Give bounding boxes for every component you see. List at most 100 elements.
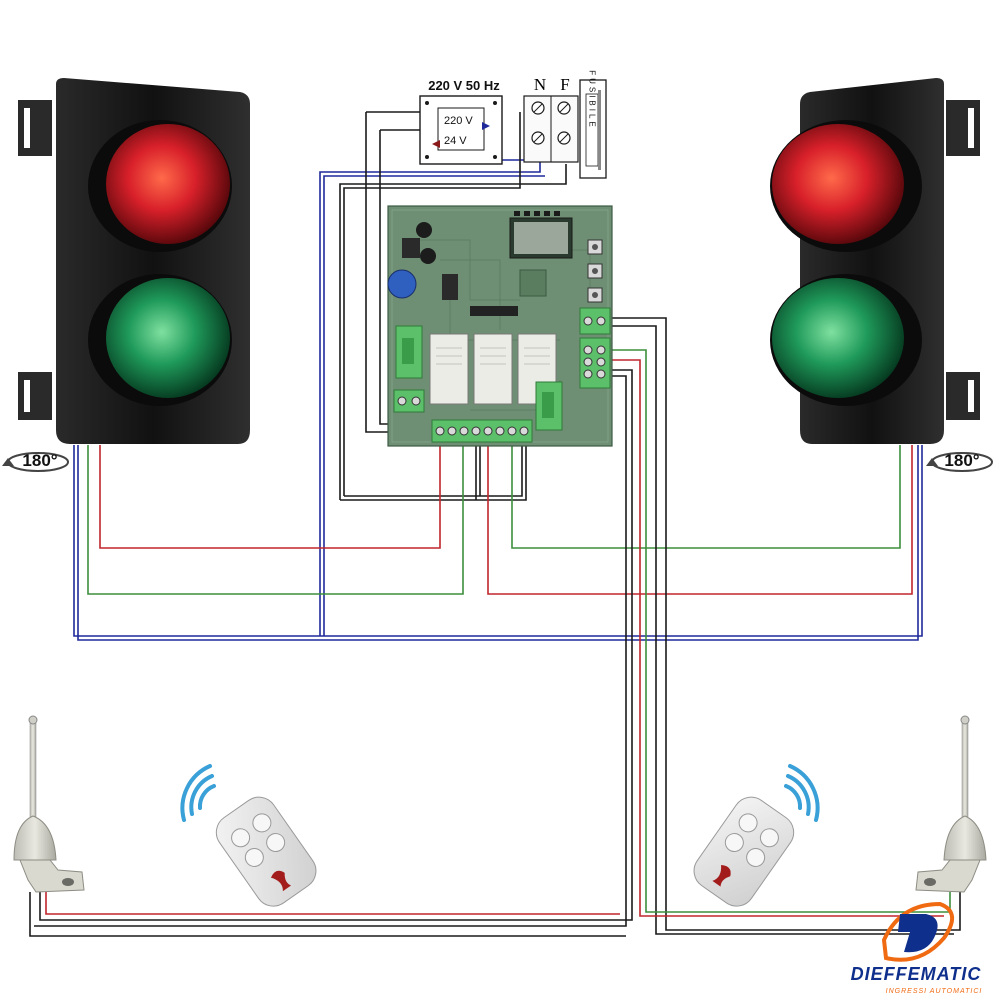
- black-phase-wire-2: [343, 112, 521, 496]
- antenna-left-red: [45, 892, 620, 915]
- fuse-label: FUSIBILE: [588, 70, 597, 130]
- remote-body: [215, 796, 317, 907]
- input-arrow-icon: [482, 122, 490, 130]
- antenna-left-wire-3: [29, 892, 626, 937]
- traffic-light-icon: [770, 78, 980, 444]
- capacitor-small: [420, 248, 436, 264]
- red-lamp: [106, 124, 230, 244]
- remote-body: [693, 796, 795, 907]
- antenna-tip: [28, 715, 38, 725]
- wiring: [29, 111, 961, 937]
- control-board: [387, 205, 613, 447]
- screw-icon: [425, 155, 429, 159]
- antenna-whip: [29, 719, 37, 821]
- green-lamp-wire-left: [87, 445, 464, 595]
- output-arrow-icon: [432, 140, 440, 148]
- bracket-slot: [24, 380, 30, 412]
- wifi-signal-icon: [180, 764, 216, 822]
- antenna-icon: [13, 715, 85, 893]
- blue-supply-wire: [319, 160, 541, 636]
- red-lamp-wire-left: [99, 445, 441, 549]
- traffic-light-right: 180°: [770, 78, 993, 472]
- capacitor-large: [387, 269, 417, 299]
- terminal-slot: [533, 133, 543, 143]
- remote-button[interactable]: [249, 810, 274, 835]
- transformer: 220 V 50 Hz 220 V 24 V: [419, 78, 503, 165]
- remote-button[interactable]: [743, 845, 768, 870]
- remote-control-icon: [215, 796, 317, 907]
- green-lamp: [772, 278, 904, 398]
- relay: [473, 333, 513, 405]
- remote-button[interactable]: [736, 810, 761, 835]
- remote-button[interactable]: [228, 825, 253, 850]
- antenna-screw-hole: [924, 878, 936, 886]
- antenna-dome: [13, 815, 57, 861]
- fuse: FUSIBILE: [579, 70, 607, 179]
- antenna-base: [915, 859, 981, 893]
- antenna-right-wire-1: [612, 317, 961, 931]
- transformer-output-label: 24 V: [444, 135, 467, 147]
- rotate-180-icon: [2, 452, 69, 472]
- black-bottom-loop: [340, 446, 527, 501]
- green-lamp: [106, 278, 230, 398]
- screw-icon: [493, 155, 497, 159]
- remote-control-left: [180, 764, 317, 907]
- terminal-slot: [533, 103, 543, 113]
- connector-green-left-port: [402, 338, 414, 364]
- remote-button[interactable]: [242, 845, 267, 870]
- black-bottom-loop-2: [344, 446, 523, 497]
- traffic-light-icon: [18, 78, 250, 444]
- connector-header: [442, 274, 458, 300]
- pcb-buttons: [587, 239, 603, 303]
- remote-logo: [712, 864, 731, 887]
- remote-button[interactable]: [263, 830, 288, 855]
- ic-socket: [519, 269, 547, 297]
- blue-common-wire: [73, 445, 923, 637]
- black-24v-wire: [365, 112, 388, 433]
- bracket-slot: [968, 380, 974, 412]
- green-lamp-wire-right: [511, 445, 901, 549]
- antenna-base: [19, 859, 85, 893]
- terminal-slot: [559, 133, 569, 143]
- fuse-strip: [598, 90, 601, 170]
- antenna-right: [915, 715, 987, 893]
- antenna-tip: [960, 715, 970, 725]
- transformer-input-label: 220 V: [444, 115, 473, 127]
- traffic-light-left: 180°: [2, 78, 250, 472]
- ic-chip: [470, 306, 518, 316]
- remote-button[interactable]: [722, 830, 747, 855]
- remote-button[interactable]: [757, 825, 782, 850]
- brand-tagline: INGRESSI AUTOMATICI: [886, 988, 983, 995]
- antenna-whip: [961, 719, 969, 821]
- antenna-left-wire-1: [39, 369, 633, 921]
- black-24v-wire-2: [379, 130, 388, 425]
- mains-terminals: N F: [523, 75, 579, 163]
- relays: [429, 333, 557, 405]
- antenna-right-red: [612, 359, 944, 917]
- blue-common-wire-2: [77, 445, 919, 641]
- remote-logo: [270, 870, 292, 892]
- bracket-slot: [24, 108, 30, 148]
- bracket-slot: [968, 108, 974, 148]
- screw-icon: [493, 101, 497, 105]
- antenna-icon: [915, 715, 987, 893]
- antenna-left: [13, 715, 85, 893]
- antenna-screw-hole: [62, 878, 74, 886]
- antenna-left-wire-2: [34, 375, 627, 927]
- mounting-bracket: [18, 372, 52, 420]
- rotation-label-left: 180°: [22, 451, 57, 470]
- antenna-right-wire-2: [612, 325, 954, 935]
- blue-supply-wire-2: [323, 175, 545, 636]
- terminal-slot: [559, 103, 569, 113]
- connector-green-right-port: [542, 392, 554, 418]
- wifi-signal-icon: [784, 764, 820, 822]
- pcb-antenna-terminals: [579, 307, 611, 389]
- mounting-bracket: [946, 100, 980, 156]
- terminal-neutral-label: N: [534, 75, 546, 94]
- voltage-regulator: [402, 238, 420, 258]
- terminal-phase-label: F: [560, 75, 569, 94]
- transformer-title: 220 V 50 Hz: [428, 78, 500, 93]
- rotate-180-icon: [926, 452, 993, 472]
- pcb-output-terminals: [431, 419, 533, 443]
